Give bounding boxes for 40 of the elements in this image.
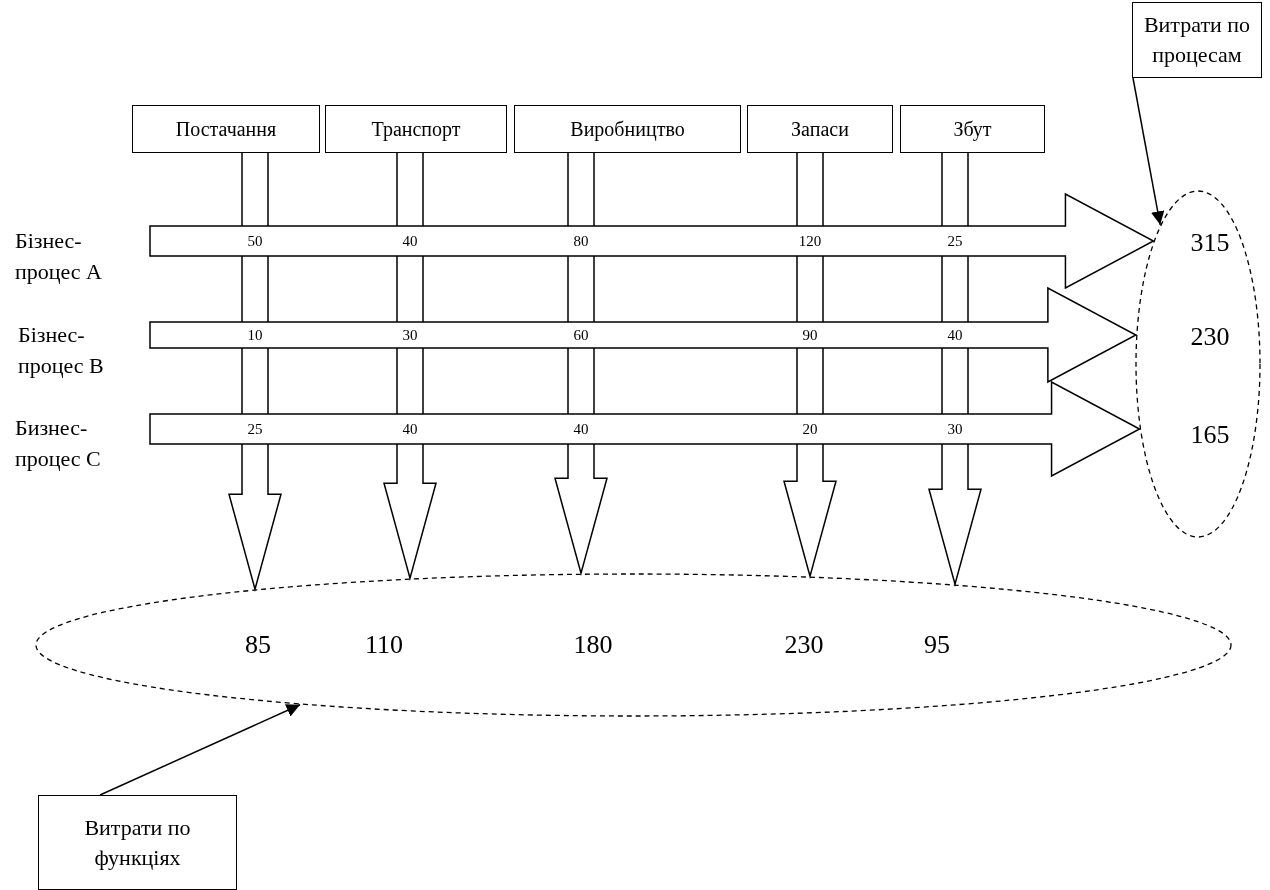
function-box: Запаси [747, 105, 893, 153]
cost-value: 40 [947, 326, 963, 344]
total-value: 110 [365, 630, 403, 660]
note-box: Витрати по функціях [38, 795, 237, 890]
block-arrow [149, 380, 1142, 478]
total-value: 230 [784, 630, 824, 660]
cost-value: 80 [573, 232, 589, 250]
function-box: Виробництво [514, 105, 741, 153]
function-box: Транспорт [325, 105, 507, 153]
arrow [99, 704, 301, 796]
process-label: Бізнес- процес B [18, 320, 140, 382]
cost-value: 90 [802, 326, 818, 344]
cost-value: 25 [947, 232, 963, 250]
block-arrow [149, 192, 1156, 290]
cost-value: 40 [402, 420, 418, 438]
cost-value: 30 [402, 326, 418, 344]
total-value: 85 [245, 630, 271, 660]
function-box: Збут [900, 105, 1045, 153]
cost-value: 50 [247, 232, 263, 250]
function-box: Постачання [132, 105, 320, 153]
arrow [1132, 77, 1165, 226]
total-value: 180 [573, 630, 613, 660]
note-box: Витрати по процесам [1132, 2, 1262, 78]
cost-value: 60 [573, 326, 589, 344]
cost-value: 25 [247, 420, 263, 438]
block-arrow [149, 286, 1138, 384]
process-label: Бізнес- процес A [15, 226, 140, 288]
cost-value: 120 [798, 232, 822, 250]
cost-ellipse [35, 573, 1232, 717]
total-value: 95 [924, 630, 950, 660]
cost-value: 40 [402, 232, 418, 250]
total-value: 230 [1190, 322, 1230, 352]
cost-value: 10 [247, 326, 263, 344]
total-value: 165 [1190, 420, 1230, 450]
cost-value: 40 [573, 420, 589, 438]
cost-value: 20 [802, 420, 818, 438]
cost-ellipse [1135, 190, 1261, 538]
cost-value: 30 [947, 420, 963, 438]
total-value: 315 [1190, 228, 1230, 258]
process-label: Бизнес- процес C [15, 413, 140, 475]
